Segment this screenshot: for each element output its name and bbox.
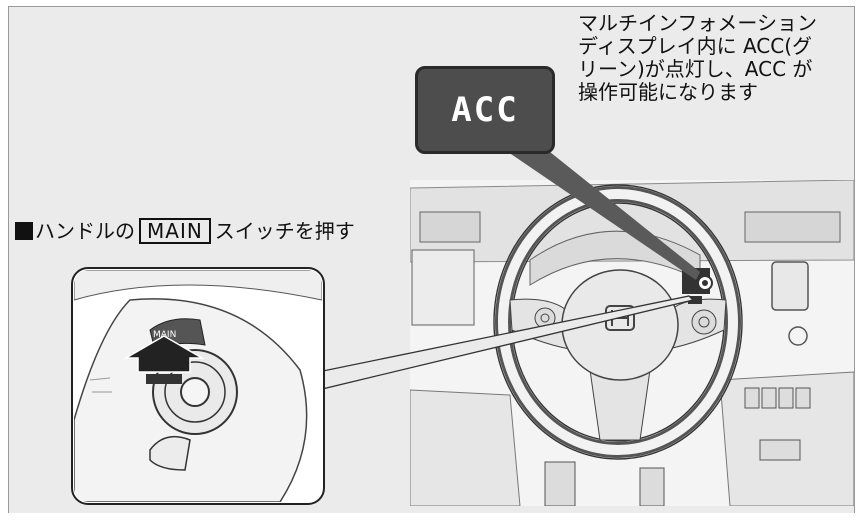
press-arrow-icon bbox=[123, 335, 205, 384]
acc-indicator-label: ACC bbox=[415, 66, 555, 154]
main-key-label: MAIN bbox=[139, 218, 211, 244]
step-instruction: ハンドルの MAIN スイッチを押す bbox=[15, 218, 355, 244]
main-switch-text: MAIN bbox=[153, 330, 177, 340]
step-prefix: ハンドルの bbox=[35, 219, 135, 243]
main-switch-closeup bbox=[71, 267, 325, 505]
frame-bottom-margin bbox=[8, 513, 855, 521]
bullet-square-icon bbox=[15, 222, 33, 240]
acc-callout-pointer bbox=[505, 148, 700, 280]
instruction-text: マルチインフォメーション ディスプレイ内に ACC(グ リーン)が点灯し、ACC… bbox=[578, 11, 817, 104]
step-suffix: スイッチを押す bbox=[214, 219, 355, 243]
